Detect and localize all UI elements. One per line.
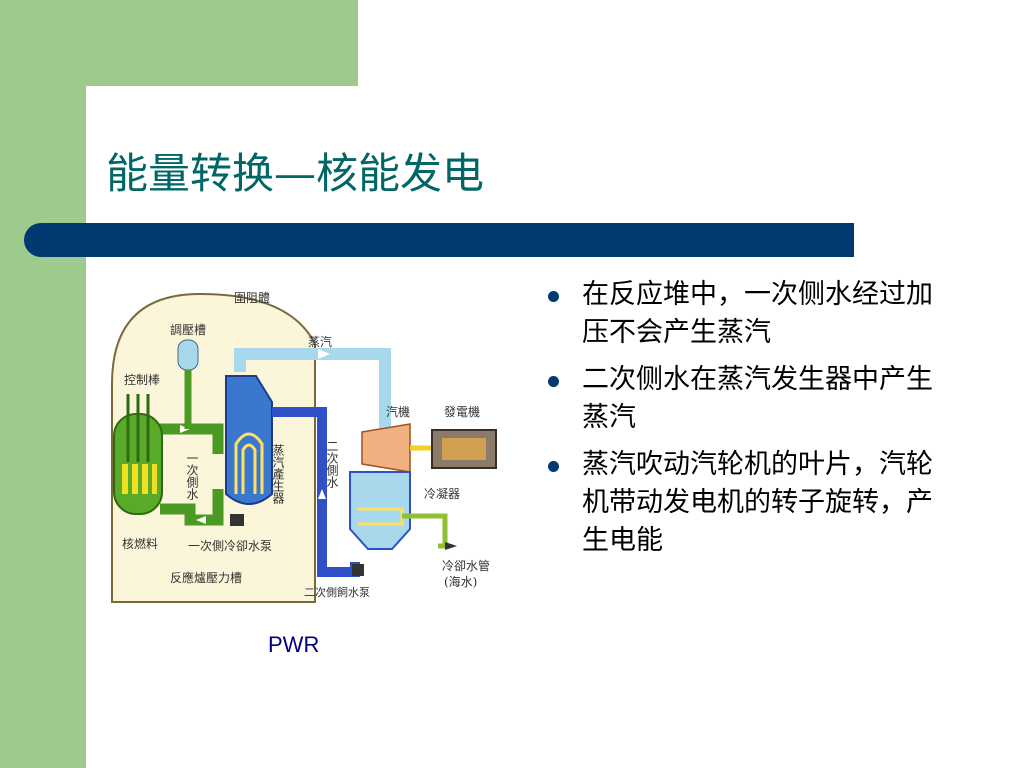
- primary-pump: [230, 514, 244, 526]
- steam-generator: [225, 375, 273, 505]
- diagram-label: 核燃料: [122, 536, 158, 551]
- diagram-label: 反應爐壓力槽: [170, 570, 242, 585]
- bullet-item: 在反应堆中，一次侧水经过加压不会产生蒸汽: [546, 276, 946, 352]
- top-green-band: [86, 0, 358, 86]
- pressurizer-tank: [177, 339, 199, 371]
- diagram-label: 二次側水: [325, 440, 339, 488]
- diagram-label: 二次側飼水泵: [304, 585, 370, 599]
- slide-title: 能量转换—核能发电: [106, 149, 485, 198]
- fuel-rod: [152, 464, 157, 494]
- flow-arrow-icon: [445, 542, 457, 550]
- steam-generator-tubes: [234, 432, 264, 494]
- primary-loop-cold: [160, 489, 224, 526]
- diagram-label: 蒸汽: [308, 334, 332, 349]
- diagram-caption: PWR: [268, 632, 320, 657]
- flow-arrow-icon: [318, 489, 326, 499]
- diagram-label: 發電機: [444, 404, 480, 419]
- diagram-label: 冷凝器: [424, 486, 460, 501]
- flow-arrow-icon: [196, 516, 206, 524]
- content-corner: [86, 86, 130, 130]
- fuel-rod: [132, 464, 138, 494]
- diagram-label: 一次側水: [185, 452, 199, 500]
- bullet-dot-icon: [548, 291, 559, 302]
- bullet-dot-icon: [548, 376, 559, 387]
- bullet-text: 二次侧水在蒸汽发生器中产生蒸汽: [582, 364, 933, 433]
- bullet-text: 蒸汽吹动汽轮机的叶片，汽轮机带动发电机的转子旋转，产生电能: [582, 449, 933, 556]
- primary-loop-hot: [158, 423, 224, 454]
- steam-generator-tubes: [241, 443, 257, 494]
- generator-rotor: [442, 438, 486, 460]
- title-accent-bar: [24, 223, 854, 257]
- secondary-pump: [352, 564, 364, 576]
- bullet-item: 二次侧水在蒸汽发生器中产生蒸汽: [546, 361, 946, 437]
- diagram-label: 冷卻水管: [442, 558, 490, 573]
- pwr-diagram: 圍阻體 調壓槽 控制棒 蒸汽 汽機 發電機 蒸汽產生器 一次側水 二次側水 冷凝…: [111, 291, 497, 603]
- bullet-item: 蒸汽吹动汽轮机的叶片，汽轮机带动发电机的转子旋转，产生电能: [546, 446, 946, 560]
- steam-arrow-icon: [318, 349, 330, 359]
- bullet-dot-icon: [548, 461, 559, 472]
- diagram-label: 控制棒: [124, 373, 160, 387]
- diagram-label: 蒸汽產生器: [271, 444, 285, 505]
- diagram-label: 一次側冷卻水泵: [188, 539, 272, 553]
- bullet-text: 在反应堆中，一次侧水经过加压不会产生蒸汽: [582, 279, 933, 348]
- diagram-label: 調壓槽: [170, 323, 206, 337]
- side-green-band: [0, 0, 86, 768]
- diagram-label: 汽機: [386, 404, 410, 419]
- turbine: [361, 423, 411, 473]
- bullet-list: 在反应堆中，一次侧水经过加压不会产生蒸汽 二次侧水在蒸汽发生器中产生蒸汽 蒸汽吹…: [546, 276, 946, 569]
- steam-line: [234, 348, 391, 432]
- cooling-pipe: [402, 513, 448, 549]
- diagram-label: 圍阻體: [234, 291, 270, 305]
- fuel-rod: [142, 464, 148, 494]
- diagram-label: (海水): [444, 574, 477, 589]
- fuel-rod: [122, 464, 128, 494]
